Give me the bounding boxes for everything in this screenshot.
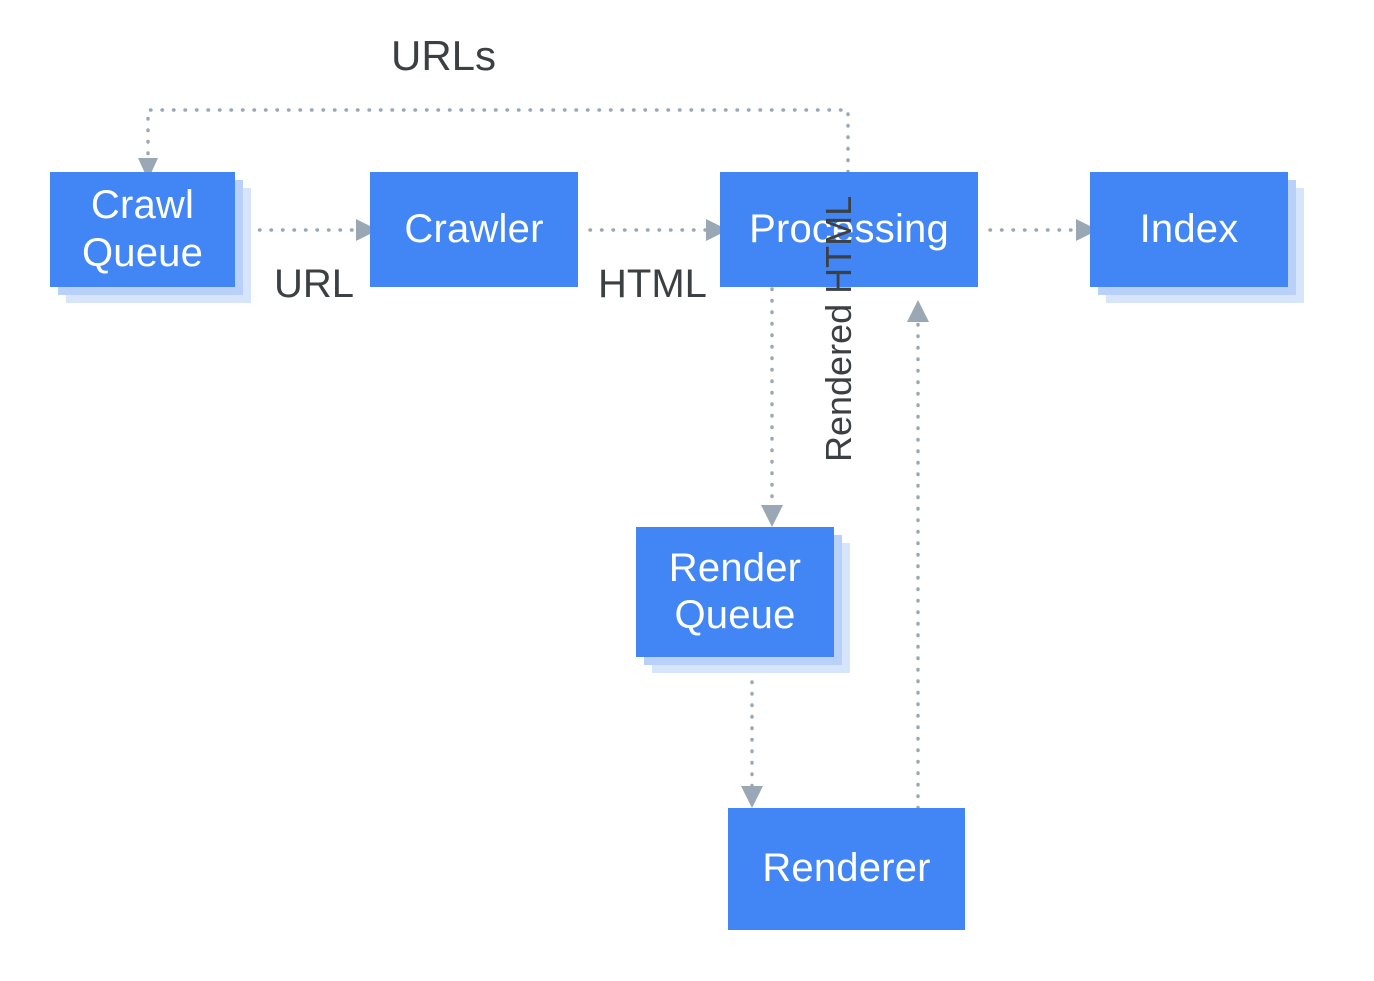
edge-urls xyxy=(138,108,850,180)
node-processing[interactable]: Processing xyxy=(720,172,978,287)
node-crawler-label: Crawler xyxy=(404,206,544,251)
edge-label-html: HTML xyxy=(598,262,707,306)
node-crawl-queue-label-line2: Queue xyxy=(81,230,204,275)
edge-label-urls: URLs xyxy=(391,32,497,79)
node-render-queue[interactable]: Render Queue xyxy=(636,527,834,657)
node-crawl-queue-label-line1: Crawl xyxy=(90,183,195,228)
node-render-queue-label-line1: Render xyxy=(668,545,802,590)
node-crawler[interactable]: Crawler xyxy=(370,172,578,287)
node-processing-label: Processing xyxy=(749,206,949,251)
edge-to-render-queue xyxy=(761,287,783,527)
node-renderer[interactable]: Renderer xyxy=(728,808,965,930)
edge-url xyxy=(246,219,378,241)
edge-label-rendered-html: Rendered HTML xyxy=(818,195,859,462)
edge-rendered-html xyxy=(907,300,929,810)
node-index-label: Index xyxy=(1139,206,1239,251)
edge-label-url: URL xyxy=(274,262,355,306)
node-index[interactable]: Index xyxy=(1090,172,1288,287)
node-crawl-queue-label: Crawl Queue xyxy=(82,182,203,276)
edge-to-renderer xyxy=(741,657,763,808)
node-crawl-queue[interactable]: Crawl Queue xyxy=(50,172,235,287)
edge-to-index xyxy=(988,219,1098,241)
node-render-queue-label-line2: Queue xyxy=(674,593,796,637)
node-renderer-label: Renderer xyxy=(762,846,931,891)
edge-html xyxy=(588,219,728,241)
node-render-queue-label: Render Queue xyxy=(669,545,801,639)
